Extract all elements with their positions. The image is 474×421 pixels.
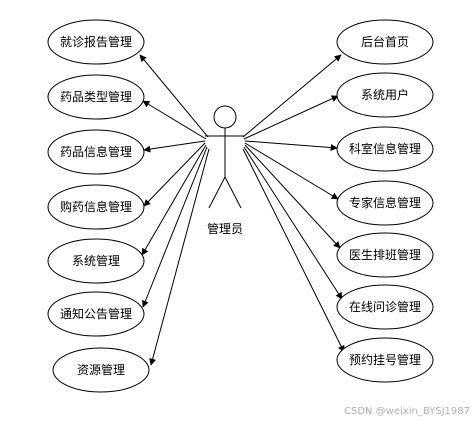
- use-case-label: 医生排班管理: [349, 247, 421, 262]
- association-arrow: [141, 144, 207, 256]
- association-arrow: [244, 140, 338, 152]
- use-case-online-consultation-management[interactable]: 在线问诊管理: [336, 284, 434, 330]
- association-arrow: [242, 54, 342, 138]
- actor-head: [213, 105, 237, 129]
- watermark: CSDN @weixin_BYSJ1987: [344, 406, 470, 417]
- use-case-label: 资源管理: [77, 362, 125, 377]
- association-arrow: [149, 148, 210, 366]
- use-case-label: 购药信息管理: [60, 199, 132, 214]
- use-case-admin-home[interactable]: 后台首页: [336, 19, 434, 65]
- use-case-label: 系统管理: [72, 253, 120, 268]
- use-case-label: 系统用户: [361, 87, 409, 102]
- use-case-system-users[interactable]: 系统用户: [336, 72, 434, 118]
- association-lines: [139, 54, 345, 366]
- use-case-ellipse: [336, 284, 434, 330]
- association-arrow: [243, 95, 339, 140]
- use-case-label: 专家信息管理: [349, 195, 421, 210]
- use-case-ellipse: [47, 291, 145, 337]
- use-case-label: 科室信息管理: [349, 141, 421, 156]
- use-case-notice-management[interactable]: 通知公告管理: [47, 291, 145, 337]
- association-arrow: [243, 146, 343, 300]
- association-arrow: [244, 142, 339, 200]
- use-case-ellipse: [336, 126, 434, 172]
- use-case-label: 后台首页: [361, 34, 409, 49]
- use-case-ellipse: [47, 129, 145, 175]
- use-case-ellipse: [336, 337, 434, 383]
- use-case-ellipse: [52, 347, 150, 393]
- actor-label: 管理员: [207, 221, 243, 236]
- association-arrow: [143, 142, 206, 207]
- use-case-ellipse: [47, 19, 145, 65]
- association-arrow: [143, 140, 206, 153]
- use-case-label: 预约挂号管理: [349, 352, 421, 367]
- right-use-cases: 后台首页 系统用户 科室信息管理 专家信息管理 医生排班管理 在线问诊管理 预约…: [336, 19, 434, 383]
- use-case-ellipse: [47, 238, 145, 284]
- actor-administrator: 管理员: [205, 105, 245, 236]
- use-case-drug-type-management[interactable]: 药品类型管理: [47, 74, 145, 120]
- use-case-label: 在线问诊管理: [349, 299, 421, 314]
- use-case-department-info-management[interactable]: 科室信息管理: [336, 126, 434, 172]
- association-arrow: [142, 100, 207, 140]
- use-case-doctor-schedule-management[interactable]: 医生排班管理: [336, 232, 434, 278]
- association-arrow: [244, 144, 341, 249]
- association-arrow: [242, 148, 345, 353]
- use-case-ellipse: [336, 180, 434, 226]
- use-case-expert-info-management[interactable]: 专家信息管理: [336, 180, 434, 226]
- association-arrow: [139, 54, 209, 138]
- use-case-ellipse: [47, 74, 145, 120]
- use-case-label: 就诊报告管理: [60, 34, 132, 49]
- use-case-resource-management[interactable]: 资源管理: [52, 347, 150, 393]
- association-arrow: [142, 146, 208, 308]
- actor-left-leg: [208, 176, 226, 209]
- left-use-cases: 就诊报告管理 药品类型管理 药品信息管理 购药信息管理 系统管理 通知公告管理 …: [47, 19, 150, 393]
- use-case-appointment-management[interactable]: 预约挂号管理: [336, 337, 434, 383]
- use-case-label: 药品信息管理: [60, 144, 132, 159]
- use-case-drug-info-management[interactable]: 药品信息管理: [47, 129, 145, 175]
- use-case-label: 通知公告管理: [60, 306, 132, 321]
- use-case-ellipse: [336, 232, 434, 278]
- use-case-label: 药品类型管理: [60, 89, 132, 104]
- use-case-ellipse: [336, 72, 434, 118]
- use-case-purchase-info-management[interactable]: 购药信息管理: [47, 184, 145, 230]
- use-case-system-management[interactable]: 系统管理: [47, 238, 145, 284]
- use-case-ellipse: [47, 184, 145, 230]
- use-case-visit-report-management[interactable]: 就诊报告管理: [47, 19, 145, 65]
- actor-right-leg: [224, 176, 242, 209]
- use-case-ellipse: [336, 19, 434, 65]
